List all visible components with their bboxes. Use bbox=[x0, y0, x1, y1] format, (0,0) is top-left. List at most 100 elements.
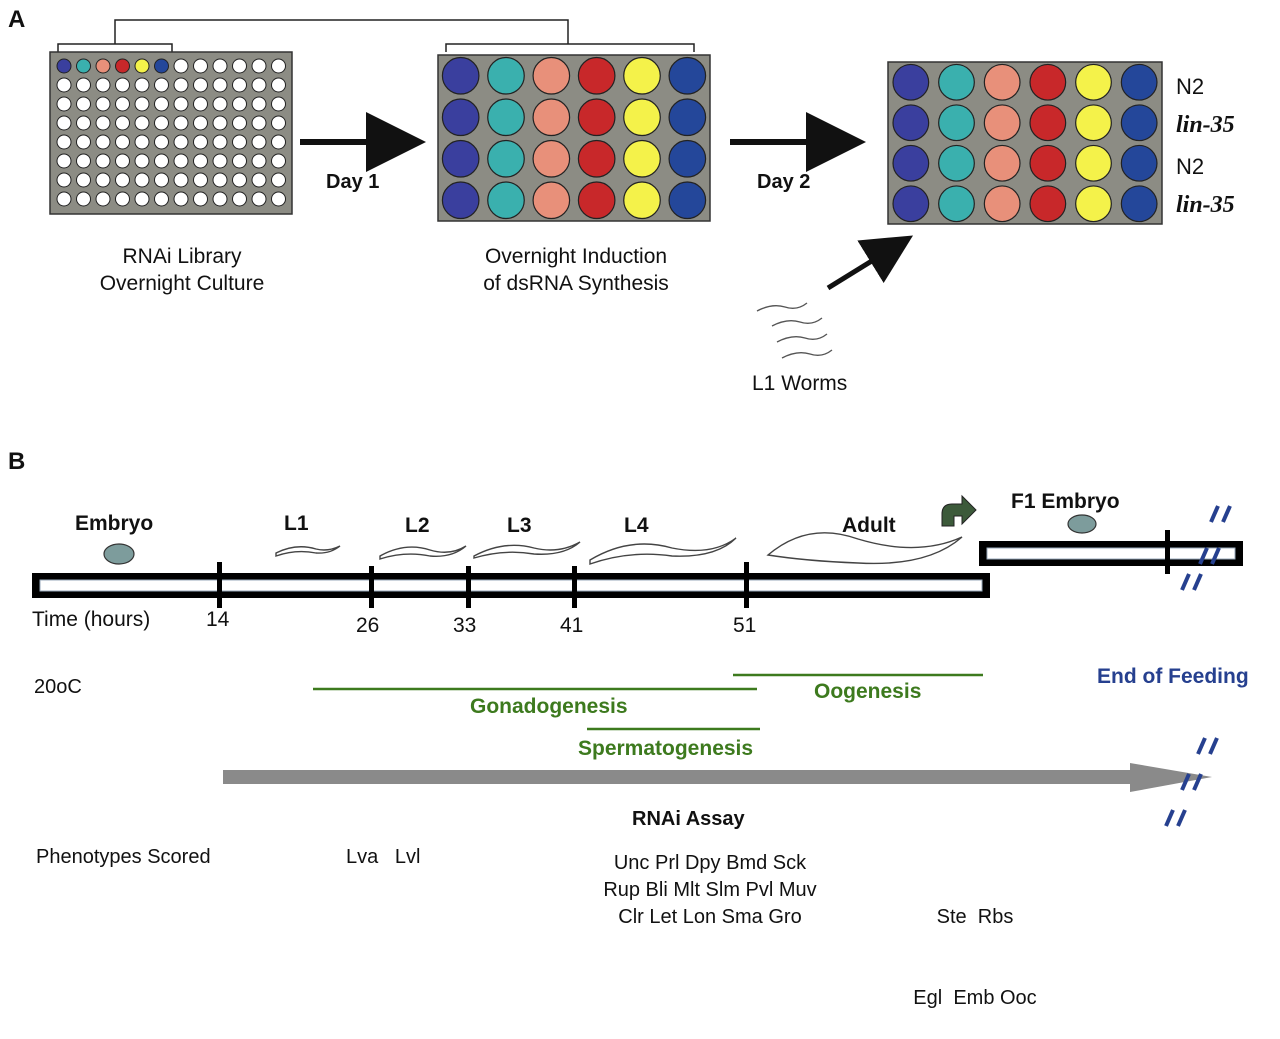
well bbox=[1075, 185, 1112, 223]
well bbox=[173, 77, 189, 93]
plate1-caption-line2: Overnight Culture bbox=[99, 272, 265, 295]
tick-51: 51 bbox=[733, 614, 757, 637]
well bbox=[441, 181, 480, 220]
well bbox=[271, 115, 286, 131]
day1-label: Day 1 bbox=[326, 171, 380, 193]
well bbox=[1029, 144, 1067, 182]
well bbox=[56, 58, 72, 74]
well bbox=[441, 98, 480, 137]
well bbox=[232, 96, 247, 112]
well bbox=[154, 58, 169, 74]
embryo-icon bbox=[103, 543, 135, 565]
well bbox=[1120, 63, 1158, 101]
well bbox=[173, 153, 189, 169]
well bbox=[193, 58, 208, 74]
well bbox=[1120, 185, 1158, 223]
l3-worm-icon bbox=[473, 541, 581, 559]
spermatogenesis-label: Spermatogenesis bbox=[578, 737, 754, 760]
well bbox=[193, 77, 208, 93]
tick-26: 26 bbox=[356, 614, 380, 637]
well bbox=[115, 77, 130, 93]
well bbox=[668, 139, 707, 178]
plate2-body bbox=[437, 54, 711, 222]
tick-14: 14 bbox=[206, 608, 230, 631]
row-label-4: lin-35 bbox=[1176, 192, 1235, 218]
timeline-bar bbox=[32, 573, 990, 598]
gonadogenesis-label: Gonadogenesis bbox=[470, 695, 628, 718]
well bbox=[134, 58, 150, 74]
well bbox=[577, 98, 616, 137]
well bbox=[115, 96, 130, 112]
well bbox=[441, 56, 480, 95]
well bbox=[76, 77, 91, 93]
well bbox=[115, 153, 130, 169]
well bbox=[938, 104, 975, 142]
phenotypes-late-line1: Ste Rbs bbox=[936, 906, 1014, 928]
worms-caption: L1 Worms bbox=[752, 372, 848, 395]
well bbox=[76, 172, 91, 188]
well bbox=[95, 58, 111, 74]
row-label-2: lin-35 bbox=[1176, 112, 1235, 138]
well bbox=[193, 96, 208, 112]
well bbox=[983, 63, 1021, 101]
well bbox=[193, 134, 208, 150]
break-marks bbox=[1164, 505, 1232, 827]
well bbox=[623, 139, 661, 178]
well bbox=[154, 172, 169, 188]
well bbox=[1120, 104, 1158, 142]
well bbox=[623, 181, 661, 220]
well bbox=[938, 185, 975, 223]
well bbox=[212, 134, 228, 150]
timeline-ticks bbox=[217, 562, 749, 608]
well bbox=[95, 96, 111, 112]
development-bars bbox=[313, 673, 983, 731]
well bbox=[983, 104, 1021, 142]
well bbox=[115, 172, 130, 188]
well bbox=[441, 139, 480, 178]
figure-canvas bbox=[32, 19, 1243, 827]
well bbox=[271, 191, 286, 207]
well bbox=[76, 153, 91, 169]
day2-label: Day 2 bbox=[757, 171, 811, 193]
well bbox=[95, 115, 111, 131]
well bbox=[173, 172, 189, 188]
well bbox=[76, 58, 91, 74]
phenotypes-mid-line3: Clr Let Lon Sma Gro bbox=[618, 906, 802, 928]
tick-33: 33 bbox=[453, 614, 477, 637]
well bbox=[95, 191, 111, 207]
well bbox=[212, 96, 228, 112]
well bbox=[193, 172, 208, 188]
phenotypes-late: Ste Rbs Egl Emb Ooc bbox=[880, 850, 1070, 1039]
well bbox=[532, 56, 571, 95]
well bbox=[577, 139, 616, 178]
well bbox=[251, 172, 267, 188]
well bbox=[212, 172, 228, 188]
well bbox=[56, 134, 72, 150]
well bbox=[154, 96, 169, 112]
well bbox=[271, 134, 286, 150]
well bbox=[1029, 185, 1067, 223]
plate1-caption-line1: RNAi Library bbox=[122, 245, 242, 268]
well bbox=[154, 77, 169, 93]
stage-adult: Adult bbox=[842, 514, 896, 537]
well bbox=[95, 77, 111, 93]
well bbox=[623, 56, 661, 95]
well bbox=[577, 181, 616, 220]
well bbox=[173, 58, 189, 74]
plate2-caption: Overnight Induction of dsRNA Synthesis bbox=[456, 243, 696, 297]
well bbox=[76, 134, 91, 150]
well bbox=[212, 191, 228, 207]
well bbox=[1029, 63, 1067, 101]
well bbox=[134, 77, 150, 93]
well bbox=[193, 191, 208, 207]
well bbox=[56, 96, 72, 112]
well bbox=[115, 58, 130, 74]
stage-f1-embryo: F1 Embryo bbox=[1011, 490, 1120, 513]
well bbox=[212, 58, 228, 74]
well bbox=[668, 98, 707, 137]
well bbox=[251, 77, 267, 93]
worms-arrow bbox=[826, 235, 914, 291]
adult-worm-icon bbox=[766, 532, 963, 565]
well bbox=[271, 96, 286, 112]
well bbox=[232, 77, 247, 93]
